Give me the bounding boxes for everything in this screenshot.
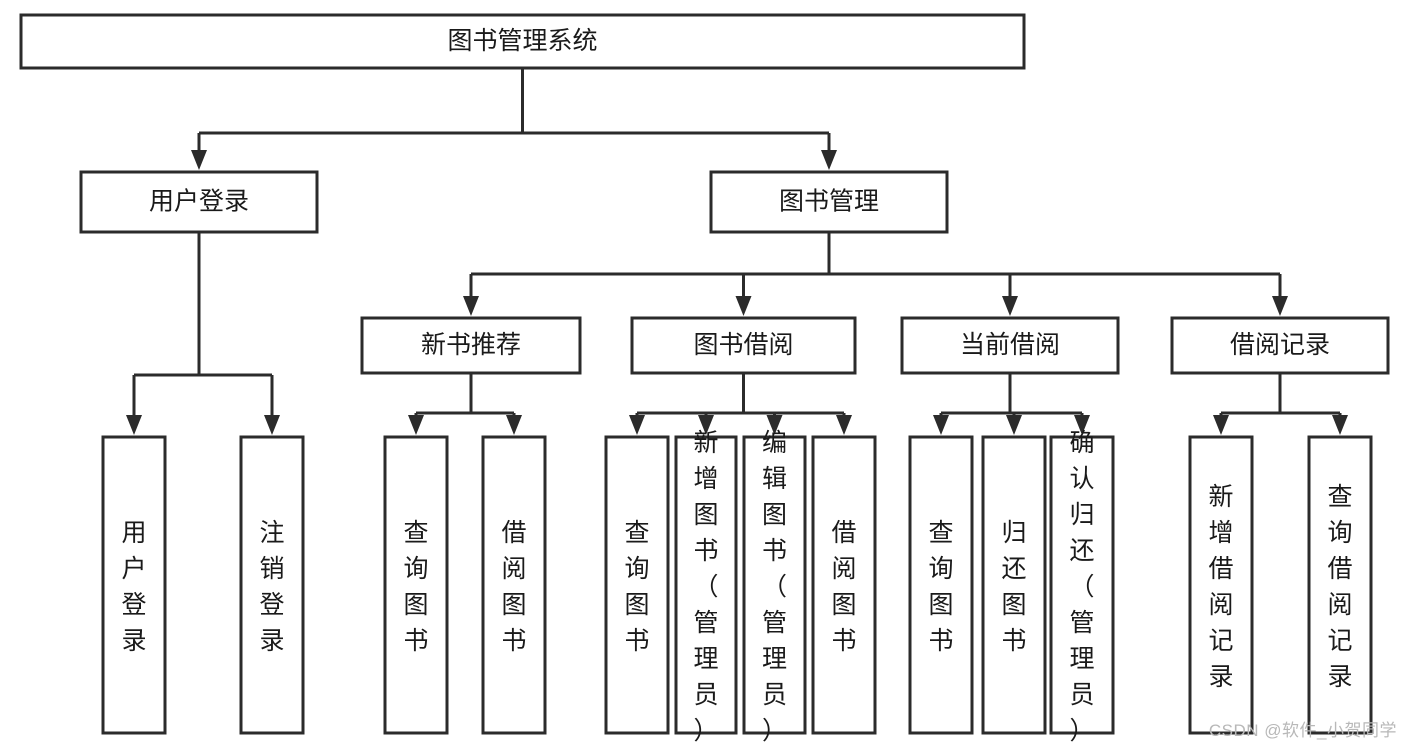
node-layer: 图书管理系统用户登录图书管理新书推荐图书借阅当前借阅借阅记录用户登录注销登录查询… — [19, 13, 1390, 745]
leaf-node-6[interactable]: 编辑图书（管理员） — [742, 429, 807, 745]
leaf-node-11[interactable]: 新增借阅记录 — [1188, 435, 1254, 735]
node-label: 图书借阅 — [693, 331, 793, 359]
node-label: 新书推荐 — [421, 331, 521, 359]
node-level2-图书管理[interactable]: 图书管理 — [709, 170, 949, 234]
leaf-node-9[interactable]: 归还图书 — [981, 435, 1047, 735]
leaf-label: 借阅图书 — [501, 519, 526, 655]
node-label: 借阅记录 — [1230, 331, 1330, 359]
node-level2-用户登录[interactable]: 用户登录 — [79, 170, 319, 234]
leaf-node-12[interactable]: 查询借阅记录 — [1307, 435, 1373, 735]
leaf-label: 借阅图书 — [831, 519, 856, 655]
leaf-node-3[interactable]: 借阅图书 — [481, 435, 547, 735]
leaf-label: 查询图书 — [928, 519, 953, 655]
node-level3-借阅记录[interactable]: 借阅记录 — [1170, 316, 1390, 375]
leaf-node-5[interactable]: 新增图书（管理员） — [674, 429, 738, 745]
node-label: 用户登录 — [149, 188, 249, 216]
node-label: 图书管理系统 — [447, 27, 597, 55]
connector-layer — [126, 68, 1348, 435]
leaf-node-0[interactable]: 用户登录 — [101, 435, 167, 735]
leaf-node-2[interactable]: 查询图书 — [383, 435, 449, 735]
node-level3-新书推荐[interactable]: 新书推荐 — [360, 316, 582, 375]
leaf-label: 新增借阅记录 — [1208, 483, 1233, 691]
node-level3-当前借阅[interactable]: 当前借阅 — [900, 316, 1120, 375]
leaf-label: 查询借阅记录 — [1327, 483, 1352, 691]
leaf-label: 归还图书 — [1001, 519, 1026, 655]
leaf-node-10[interactable]: 确认归还（管理员） — [1049, 429, 1115, 745]
leaf-label: 新增图书（管理员） — [693, 429, 718, 745]
leaf-label: 注销登录 — [259, 519, 284, 655]
leaf-label: 用户登录 — [121, 519, 146, 655]
node-label: 当前借阅 — [960, 331, 1060, 359]
leaf-node-7[interactable]: 借阅图书 — [811, 435, 877, 735]
leaf-label: 确认归还（管理员） — [1069, 429, 1094, 745]
leaf-node-1[interactable]: 注销登录 — [239, 435, 305, 735]
leaf-node-4[interactable]: 查询图书 — [604, 435, 670, 735]
node-root-图书管理系统[interactable]: 图书管理系统 — [19, 13, 1026, 70]
leaf-node-8[interactable]: 查询图书 — [908, 435, 974, 735]
leaf-label: 编辑图书（管理员） — [762, 429, 787, 745]
node-label: 图书管理 — [779, 188, 879, 216]
leaf-label: 查询图书 — [403, 519, 428, 655]
node-level3-图书借阅[interactable]: 图书借阅 — [630, 316, 857, 375]
watermark-label: CSDN @软件_小贺同学 — [1208, 721, 1397, 740]
leaf-label: 查询图书 — [624, 519, 649, 655]
